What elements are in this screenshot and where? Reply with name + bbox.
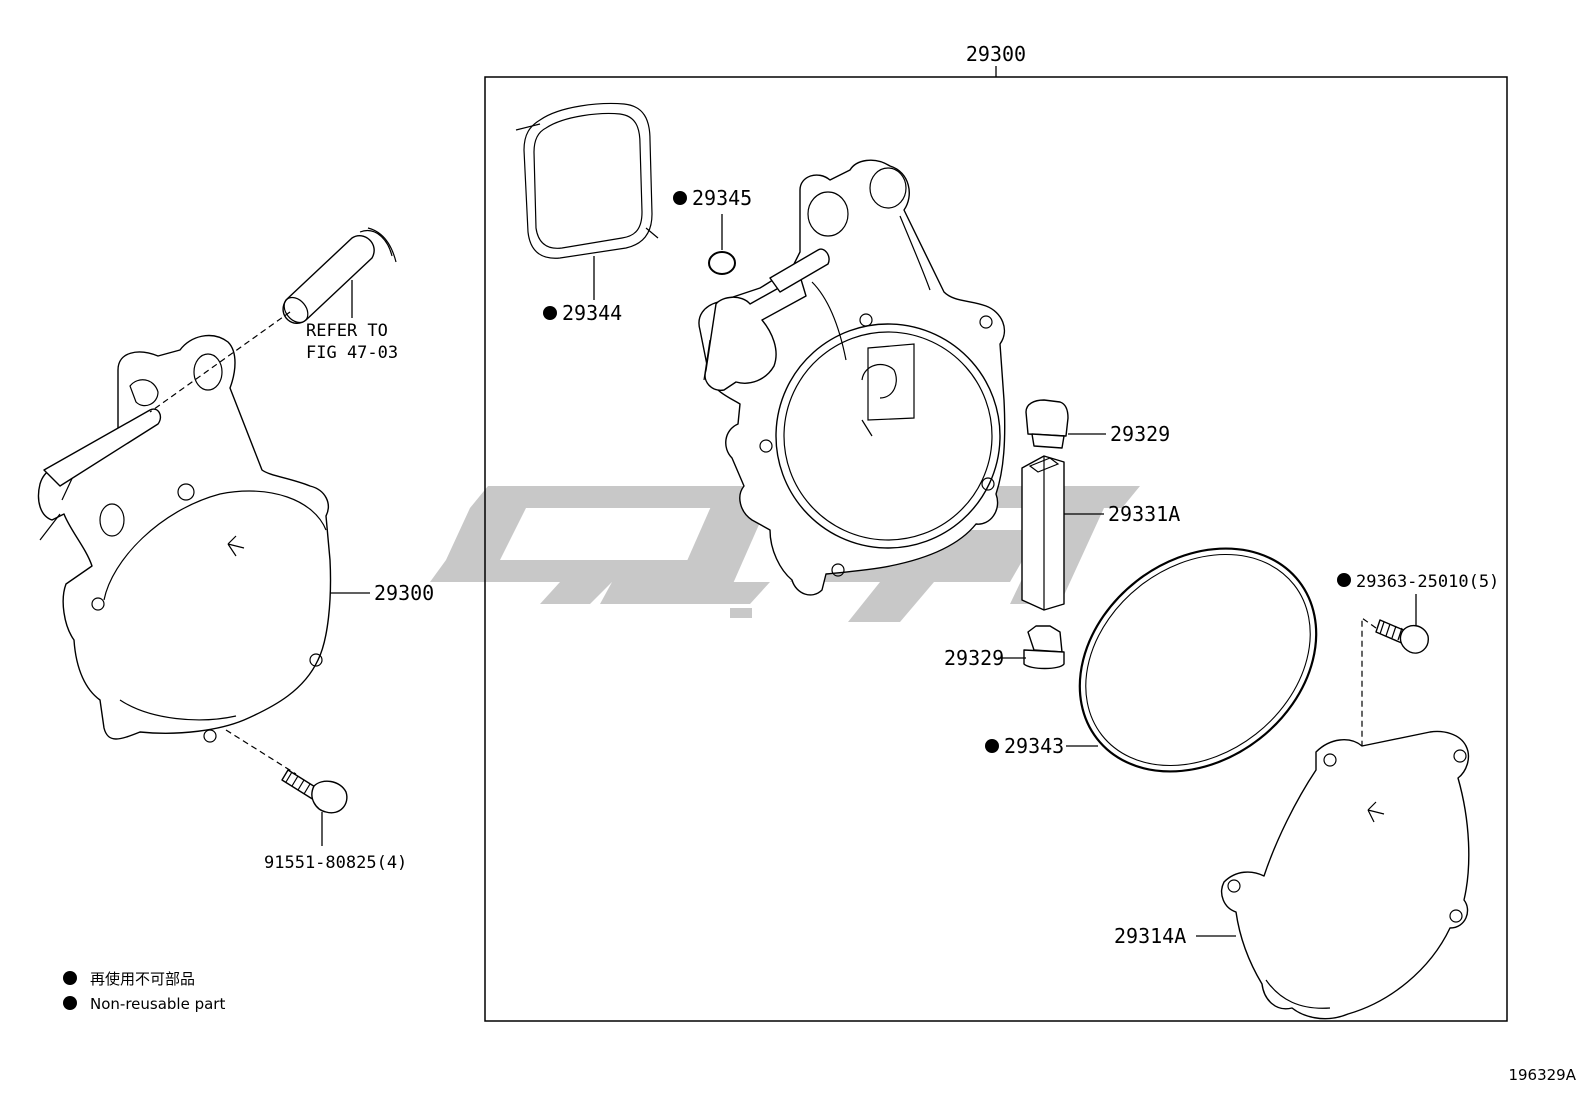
assembly-number-top: 29300 — [966, 42, 1026, 66]
legend-dot-jp — [63, 971, 77, 985]
pump-housing-drawing — [698, 159, 1006, 596]
vane-label: 29331A — [1108, 502, 1180, 526]
cap-top-label: 29329 — [1110, 422, 1170, 446]
cover-drawing — [1220, 730, 1470, 1020]
legend-en-text: Non-reusable part — [90, 995, 225, 1013]
big-oring-label: 29343 — [1004, 734, 1064, 758]
gasket-drawing — [515, 102, 659, 259]
big-oring-drawing — [1078, 547, 1318, 773]
cap-top-drawing — [1025, 399, 1069, 449]
legend-jp-text: 再使用不可部品 — [90, 970, 195, 988]
big-oring-nonreusable-dot — [985, 739, 999, 753]
cover-label: 29314A — [1114, 924, 1186, 948]
gasket-nonreusable-dot — [543, 306, 557, 320]
bolt-left-label: 91551-80825(4) — [264, 853, 407, 873]
gasket-label: 29344 — [562, 301, 622, 325]
oring-small-label: 29345 — [692, 186, 752, 210]
refer-label-line2: FIG 47-03 — [306, 343, 398, 363]
refer-label-line1: REFER TO — [306, 321, 388, 341]
hose-reference-drawing — [282, 227, 397, 325]
bolt-right-label: 29363-25010(5) — [1356, 572, 1499, 592]
vane-drawing — [1021, 455, 1065, 611]
oring-small-nonreusable-dot — [673, 191, 687, 205]
legend-dot-en — [63, 996, 77, 1010]
bolt-left-drawing — [281, 769, 348, 814]
bolt-left-dashed-line — [225, 729, 297, 775]
bolt-right-nonreusable-dot — [1337, 573, 1351, 587]
vacuum-pump-assembly-drawing — [37, 334, 332, 743]
cap-bottom-label: 29329 — [944, 646, 1004, 670]
cap-bottom-drawing — [1023, 625, 1065, 670]
bolt-right-drawing — [1375, 619, 1429, 654]
oring-small-drawing — [708, 251, 736, 275]
hose-dashed-line — [149, 311, 291, 413]
illustration-id: 196329A — [1508, 1066, 1576, 1084]
assembly-number-left: 29300 — [374, 581, 434, 605]
